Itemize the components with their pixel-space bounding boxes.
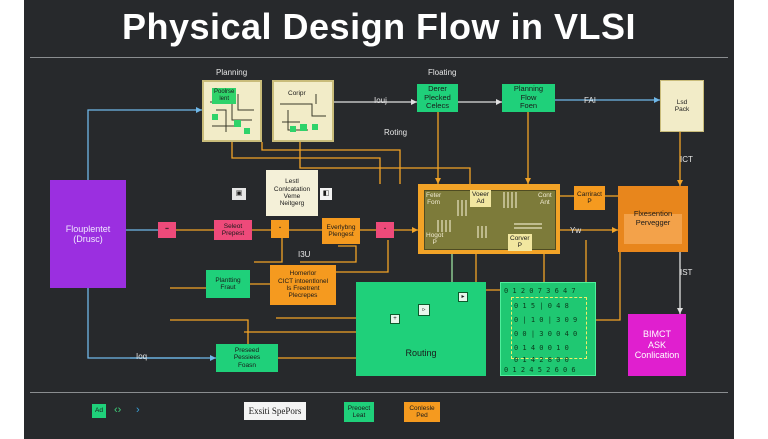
wire xyxy=(261,142,401,184)
chip-core-outline xyxy=(511,297,587,359)
box-derer-plecked-celecs: Derer Plecked Celecs xyxy=(417,84,458,112)
chip-circuit-graphic xyxy=(280,94,326,132)
chevron-right-icon: › xyxy=(136,404,140,416)
node-connector-3: ▪ xyxy=(376,222,394,238)
box-preseed-pessiees: Preseed Pessiees Foasn xyxy=(216,344,278,372)
label-planning: Planning xyxy=(216,68,248,77)
legend-item-conlesle: Conlesle Ped xyxy=(404,402,440,422)
box-label: Flxesention Pervegger xyxy=(633,209,673,227)
arrow-head xyxy=(677,180,683,186)
connector-label: I3U xyxy=(298,250,311,259)
chip-label: Hogot P xyxy=(426,232,444,247)
gate-icon: ▹ xyxy=(418,304,430,316)
wire xyxy=(87,109,202,180)
gate-icon: ▸ xyxy=(458,292,468,302)
chip-stripes-graphic xyxy=(437,192,542,238)
chip-label: Voeer Ad xyxy=(470,190,491,207)
arrow-head xyxy=(411,99,417,105)
chip-digits-row: 0 0 | 3 0 0 4 0 xyxy=(514,330,578,338)
arrow-head xyxy=(677,308,683,314)
legend-green-swatch: Ad xyxy=(92,404,106,418)
box-planning-flow-foen: Planning Flow Foen xyxy=(502,84,555,112)
box-partial-connection: Lestl Conlcatation Veme Neitgerg xyxy=(266,170,318,216)
wire xyxy=(170,319,249,348)
node-connector-1: ▪▪ xyxy=(158,222,176,238)
box-hormerlor: Homerlor CICT intoentlonel Is Freetrent … xyxy=(270,265,336,305)
planning-chip-1: Poolrse lent xyxy=(202,80,262,142)
chip-label: Feter Fom xyxy=(426,192,442,207)
box-select-prepast: Seleot Prepest xyxy=(214,220,252,240)
wire xyxy=(330,240,389,273)
wire xyxy=(299,142,471,184)
chip-label: Corver P xyxy=(508,234,532,251)
diagram-title: Physical Design Flow in VLSI xyxy=(121,6,637,47)
arrow-head xyxy=(210,355,216,361)
arrow-head xyxy=(196,107,202,113)
arrow-head xyxy=(496,99,502,105)
label-routing-top: Roting xyxy=(384,128,408,137)
save-icon: ▣ xyxy=(232,188,246,200)
title-divider xyxy=(30,57,728,58)
box-floorplan: Flouplentet (Drusc) xyxy=(50,180,126,288)
chip-digits-row: 0 1 4 0 0 1 0 xyxy=(514,344,569,352)
node-connector-2: ▪ xyxy=(271,220,289,238)
chip-label: Coripr xyxy=(288,90,306,97)
arrow-head xyxy=(612,227,618,233)
connector-label: Iouj xyxy=(374,96,387,105)
wire xyxy=(254,238,283,263)
arrow-head xyxy=(435,178,441,184)
arrow-head xyxy=(525,178,531,184)
legend-item-preoect: Preoect Leat xyxy=(344,402,374,422)
central-chip-frame: Feter Fom Voeer Ad Cont Ant Hogot P Corv… xyxy=(418,184,560,254)
connector-label: ICT xyxy=(680,155,693,164)
legend-brand-label: Exsiti SpePors xyxy=(244,402,306,420)
chip-digits-row: 0 1 4 2 8 0 0 xyxy=(514,356,569,364)
chip-label: Poolrse lent xyxy=(212,88,237,104)
chip-label: Cont Ant xyxy=(538,192,552,207)
arrow-head xyxy=(412,227,418,233)
chip-digits-row: 0 1 5 | 0 4 8 xyxy=(514,302,569,310)
gate-icon: + xyxy=(390,314,400,324)
connector-label: Ioq xyxy=(136,352,148,361)
connector-label: FAI xyxy=(584,96,597,105)
box-contract: Carriract P xyxy=(574,186,605,210)
corner-chip-pack: Lsd Pack xyxy=(660,80,704,132)
wire xyxy=(87,288,216,359)
wire xyxy=(300,245,357,263)
box-bimct-ask: BIMCT ASK Conlication xyxy=(628,314,686,376)
routing-label: Routing xyxy=(405,347,437,358)
label-floating: Floating xyxy=(428,68,457,77)
connector-label: IST xyxy=(680,268,693,277)
planning-chip-2: Coripr xyxy=(272,80,334,142)
box-everybing-plengest: Everlybng Plengest xyxy=(322,218,360,244)
wire xyxy=(231,142,381,184)
chip-digits-row: 0 1 2 4 5 2 6 0 6 xyxy=(504,366,576,374)
layout-chip-detail xyxy=(500,282,596,376)
box-planning-fraut: Plantting Fraut xyxy=(206,270,250,298)
legend-divider xyxy=(30,392,728,393)
arrow-head xyxy=(654,97,660,103)
chip-digits-row: 0 1 2 0 7 3 6 4 7 xyxy=(504,287,576,295)
chip-digits-row: 0 | 1 0 | 3 0 9 xyxy=(514,316,578,324)
inner-panel xyxy=(624,214,682,244)
code-icon: ‹› xyxy=(114,404,122,416)
chart-icon: ◧ xyxy=(320,188,332,200)
connector-label: Yw xyxy=(570,226,582,235)
box-fixesention-pervegger: Flxesention Pervegger xyxy=(618,186,688,252)
wire xyxy=(596,252,621,321)
